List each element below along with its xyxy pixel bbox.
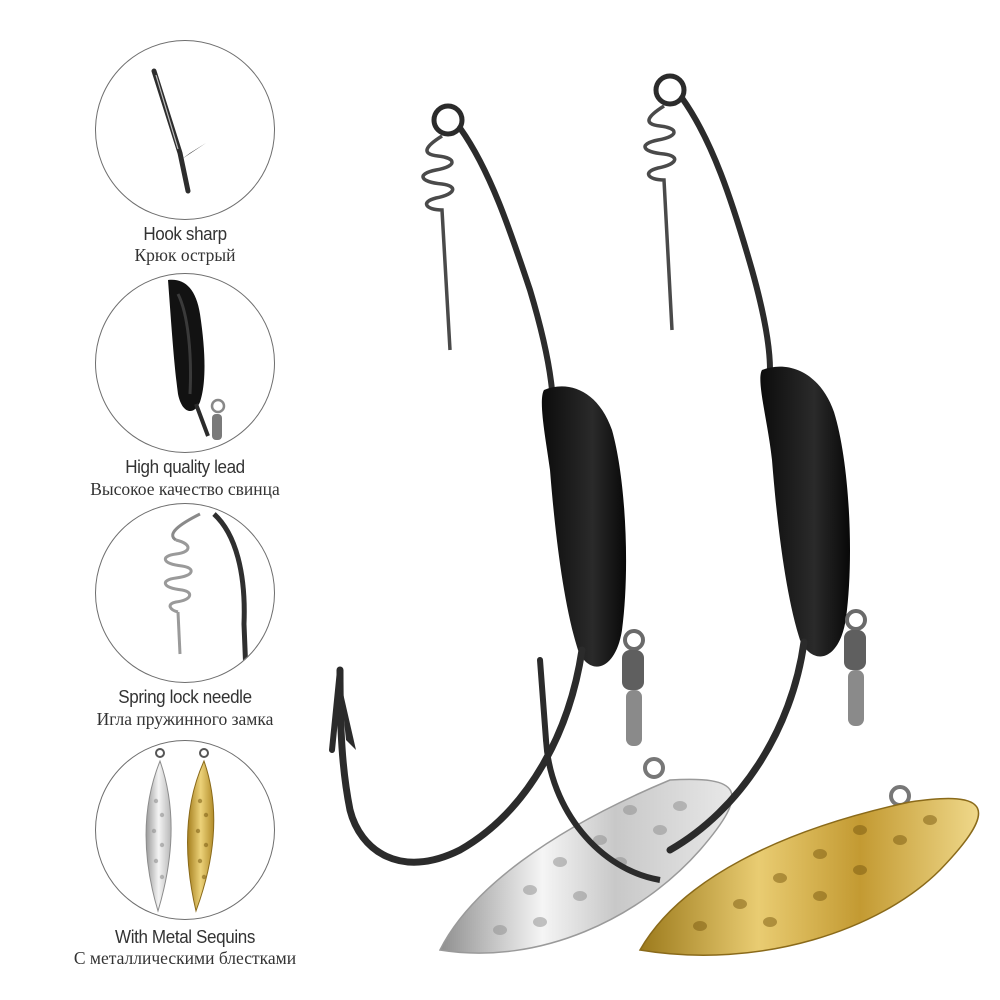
feature-label-en: High quality lead [125, 456, 245, 477]
feature-metal-sequins: With Metal Sequins С металлическими блес… [60, 740, 310, 975]
hook-point-icon [151, 68, 206, 194]
feature-label-ru: Крюк острый [134, 245, 236, 265]
lead-weight-closeup-image [95, 273, 275, 453]
lead-weight-icon [168, 279, 226, 440]
sequins-icon [145, 748, 215, 913]
hook-point-closeup-image [95, 40, 275, 220]
feature-label-en: With Metal Sequins [114, 926, 256, 947]
spring-lock-closeup-image [95, 503, 275, 683]
spring-lock-icon [164, 512, 249, 675]
feature-label-en: Hook sharp [143, 223, 227, 244]
feature-label-ru: С металлическими блестками [73, 948, 297, 968]
feature-spring-lock-needle: Spring lock needle Игла пружинного замка [60, 503, 310, 733]
feature-hook-sharp: Hook sharp Крюк острый [60, 40, 310, 265]
product-hooks-image [300, 50, 980, 990]
sequins-closeup-image [95, 740, 275, 920]
feature-label-ru: Высокое качество свинца [90, 479, 280, 499]
weighted-swimbait-hooks-icon [329, 73, 980, 956]
left-hook [329, 103, 733, 954]
feature-high-quality-lead: High quality lead Высокое качество свинц… [60, 273, 310, 503]
feature-label-en: Spring lock needle [118, 686, 252, 707]
feature-label-ru: Игла пружинного замка [96, 709, 274, 729]
right-hook [638, 73, 980, 956]
